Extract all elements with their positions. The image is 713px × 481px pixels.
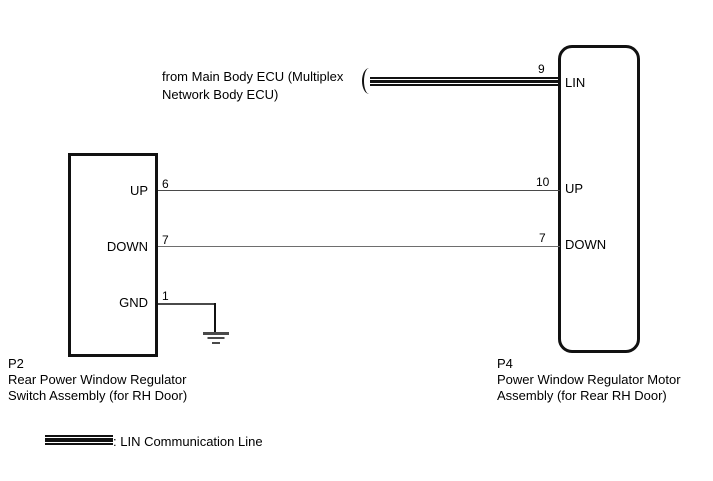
- wire-gnd-vertical: [214, 303, 216, 335]
- connector-p4-name-line1: Power Window Regulator Motor: [497, 372, 681, 387]
- lin-communication-wire: [370, 77, 560, 86]
- connector-p4-code: P4: [497, 356, 513, 371]
- ground-symbol-icon: [203, 332, 229, 348]
- pin-label-right-down: DOWN: [565, 237, 607, 252]
- connector-p2-code: P2: [8, 356, 24, 371]
- pin-label-right-lin: LIN: [565, 75, 586, 90]
- pin-label-right-up: UP: [565, 181, 584, 196]
- pin-number-left-gnd: 1: [162, 289, 169, 303]
- wire-up: [158, 190, 560, 191]
- pin-number-right-lin: 9: [538, 62, 545, 76]
- pin-number-left-down: 7: [162, 233, 169, 247]
- pin-number-right-up: 10: [536, 175, 550, 189]
- pin-label-left-up: UP: [129, 183, 148, 198]
- pin-label-left-gnd: GND: [119, 295, 148, 310]
- wire-origin-brace-icon: [362, 68, 374, 94]
- wire-down: [158, 246, 560, 247]
- wire-gnd-horizontal: [158, 303, 216, 305]
- legend-label: : LIN Communication Line: [113, 434, 263, 449]
- legend-lin-swatch-icon: [45, 435, 113, 445]
- source-note-line1: from Main Body ECU (Multiplex: [162, 69, 344, 84]
- connector-p2-name-line1: Rear Power Window Regulator: [8, 372, 187, 387]
- connector-p2-box: [68, 153, 158, 357]
- connector-p2-name-line2: Switch Assembly (for RH Door): [8, 388, 188, 403]
- pin-number-left-up: 6: [162, 177, 169, 191]
- connector-p4-name-line2: Assembly (for Rear RH Door): [497, 388, 667, 403]
- connector-p4-box: [558, 45, 640, 353]
- pin-label-left-down: DOWN: [106, 239, 148, 254]
- pin-number-right-down: 7: [539, 231, 546, 245]
- source-note-line2: Network Body ECU): [162, 87, 279, 102]
